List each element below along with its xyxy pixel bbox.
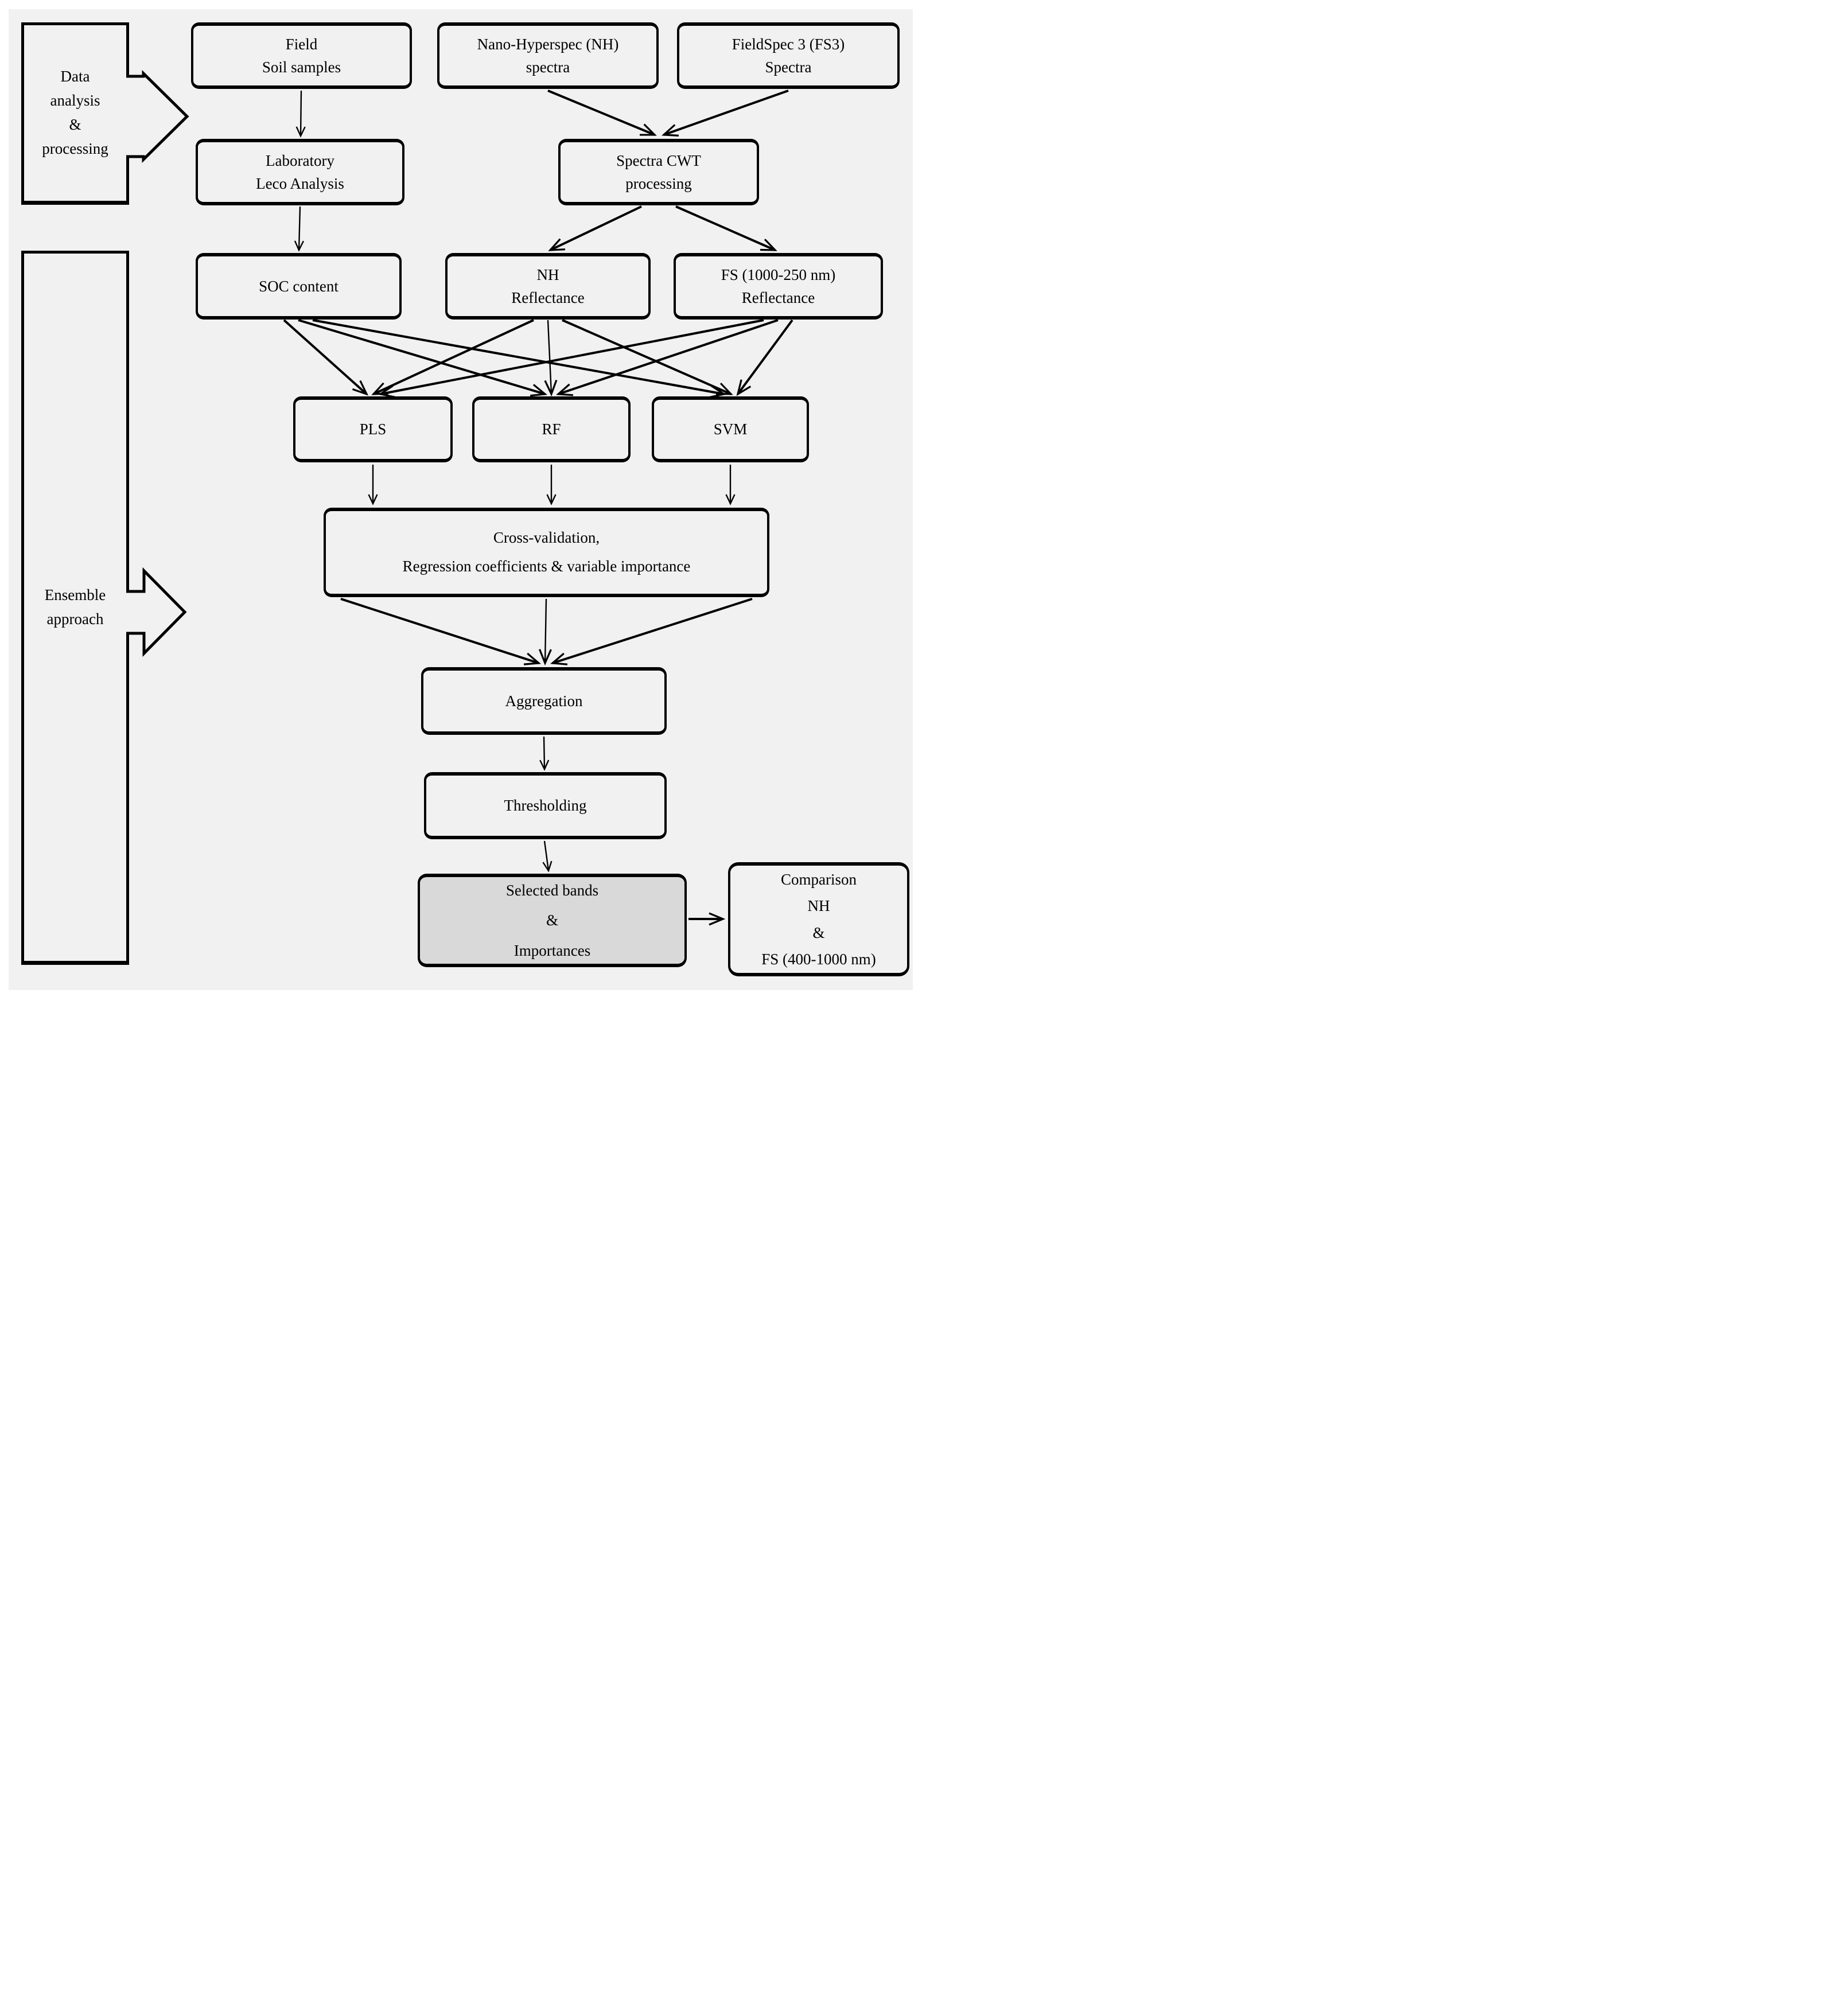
node-nh-reflectance: NH Reflectance [445,253,651,320]
stage-box-data-analysis-processing: Data analysis & processing [21,22,129,205]
node-svm-model: SVM [652,396,809,462]
stage-box-ensemble-approach: Ensemble approach [21,251,129,965]
node-spectra-cwt-processing: Spectra CWT processing [558,139,759,205]
diagram-canvas [9,9,913,990]
node-cross-validation: Cross-validation, Regression coefficient… [324,508,769,597]
node-soc-content: SOC content [196,253,402,320]
node-fs-reflectance: FS (1000-250 nm) Reflectance [674,253,883,320]
node-pls-model: PLS [293,396,453,462]
node-field-soil-samples: Field Soil samples [191,22,412,89]
node-nano-hyperspec-spectra: Nano-Hyperspec (NH) spectra [437,22,659,89]
flowchart-page: Data analysis & processing Ensemble appr… [0,0,924,999]
node-aggregation: Aggregation [421,667,667,735]
node-thresholding: Thresholding [424,772,667,839]
node-comparison-nh-fs: Comparison NH & FS (400-1000 nm) [728,862,909,976]
node-fieldspec3-spectra: FieldSpec 3 (FS3) Spectra [677,22,900,89]
node-laboratory-leco-analysis: Laboratory Leco Analysis [196,139,404,205]
node-rf-model: RF [472,396,631,462]
node-selected-bands-importances: Selected bands & Importances [418,874,687,967]
